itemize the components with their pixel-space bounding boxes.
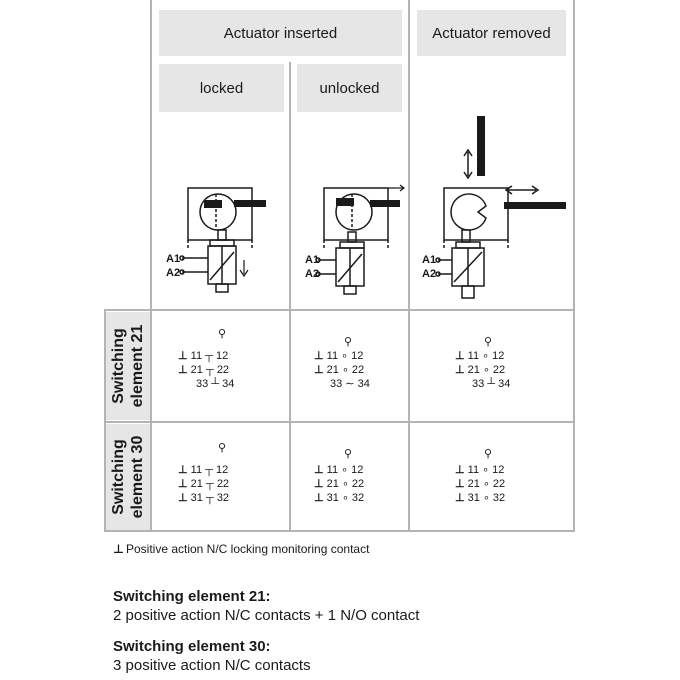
contact-row: ⊥ 11 ┬ 12: [178, 350, 229, 362]
contact-row: 33 ┴ 34: [472, 378, 511, 390]
header-locked: locked: [159, 64, 284, 112]
se30-description: 3 positive action N/C contacts: [113, 657, 311, 674]
grid-line: [150, 0, 152, 532]
terminal-a1-label: A1: [422, 254, 437, 266]
terminal-a1-label: A1: [166, 253, 181, 265]
contact-row: ⊥ 21 ┬ 22: [178, 478, 230, 490]
terminal-a2-label: A2: [422, 268, 437, 280]
contact-row: ⊥ 21 ∘ 22: [314, 364, 365, 376]
contact-row: ⊥ 31 ∘ 32: [455, 492, 506, 504]
contact-symbol-unlocked-se30: ⚲: [344, 448, 353, 460]
contact-symbol-removed-se21: ⚲: [484, 336, 493, 348]
mechanism-unlocked-diagram: [315, 184, 405, 295]
se21-description: 2 positive action N/C contacts + 1 N/O c…: [113, 607, 420, 624]
contact-row: ⊥ 11 ∘ 12: [314, 350, 364, 362]
grid-line: [104, 309, 575, 311]
contact-row: ⊥ 11 ∘ 12: [314, 464, 364, 476]
contact-row: ⊥ 21 ∘ 22: [314, 478, 365, 490]
nc-contact-icon: ⊥: [113, 542, 124, 556]
contact-symbol-locked-se21: ⚲: [218, 328, 227, 340]
terminal-a1-label: A1: [305, 254, 320, 266]
contact-symbol-locked-se30: ⚲: [218, 442, 227, 454]
grid-line: [104, 421, 575, 423]
mechanism-removed-diagram: [435, 116, 566, 299]
grid-line: [289, 62, 291, 532]
mechanism-locked-diagram: [179, 187, 266, 293]
grid-line: [408, 0, 410, 532]
contact-row: ⊥ 11 ∘ 12: [455, 350, 505, 362]
contact-row: ⊥ 21 ∘ 22: [455, 364, 506, 376]
terminal-a2-label: A2: [305, 268, 320, 280]
contact-row: ⊥ 31 ∘ 32: [314, 492, 365, 504]
grid-line: [104, 530, 575, 532]
contact-row: ⊥ 11 ∘ 12: [455, 464, 505, 476]
header-unlocked: unlocked: [297, 64, 402, 112]
contact-row: 33 ∼ 34: [330, 378, 370, 390]
contact-row: 33 ┴ 34: [196, 378, 235, 390]
se30-title: Switching element 30:: [113, 638, 271, 655]
contact-row: ⊥ 31 ┬ 32: [178, 492, 230, 504]
contact-row: ⊥ 21 ∘ 22: [455, 478, 506, 490]
footnote: ⊥Positive action N/C locking monitoring …: [113, 542, 370, 556]
contact-row: ⊥ 21 ┬ 22: [178, 364, 230, 376]
contact-symbol-unlocked-se21: ⚲: [344, 336, 353, 348]
contact-symbol-removed-se30: ⚲: [484, 448, 493, 460]
header-actuator-inserted: Actuator inserted: [159, 10, 402, 56]
contact-row: ⊥ 11 ┬ 12: [178, 464, 229, 476]
terminal-a2-label: A2: [166, 267, 181, 279]
se21-title: Switching element 21:: [113, 588, 271, 605]
grid-line: [573, 0, 575, 532]
header-actuator-removed: Actuator removed: [417, 10, 566, 56]
